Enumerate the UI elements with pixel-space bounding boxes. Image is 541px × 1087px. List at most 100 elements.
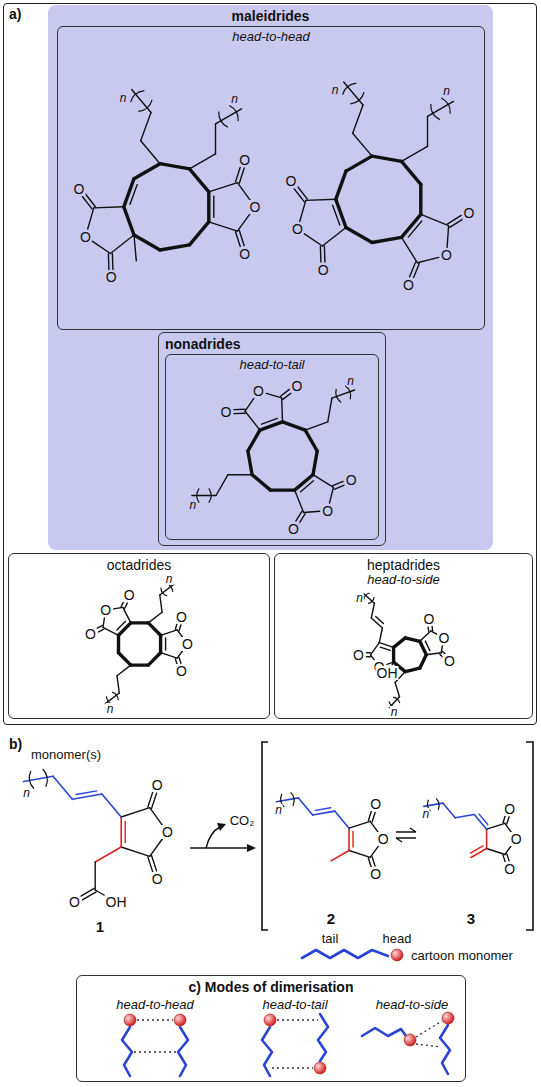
cartoon-chains — [122, 950, 450, 1076]
bond-line — [130, 185, 137, 205]
bond-line — [301, 481, 314, 492]
bond-line — [53, 776, 72, 799]
ring-bond — [405, 638, 420, 641]
bond-line — [431, 631, 437, 634]
dotted-link — [272, 1067, 313, 1068]
bond-line — [371, 618, 382, 628]
bond-line — [276, 798, 298, 802]
atom-label: O — [105, 270, 118, 284]
bond-line — [237, 213, 250, 231]
ring-bond — [248, 430, 260, 451]
bond-line — [134, 235, 136, 261]
bond-line — [92, 241, 110, 253]
bond-line — [331, 851, 349, 861]
ring-bond — [405, 668, 420, 671]
compound-number: 2 — [326, 911, 336, 926]
class-title: nonadrides — [159, 333, 385, 355]
atom-label: O — [287, 522, 300, 536]
repeat-index: n — [421, 808, 430, 820]
dimerisation-links — [134, 1020, 442, 1068]
atom-label: O — [84, 627, 97, 641]
cartoon-label: tail — [321, 932, 340, 945]
repeat-index: n — [119, 92, 128, 104]
bond-line — [117, 621, 126, 630]
bond-line — [392, 662, 393, 664]
bond-line — [387, 662, 394, 664]
repeat-bracket — [368, 597, 374, 604]
atom-label: O — [68, 895, 81, 909]
bond-line — [380, 647, 390, 650]
ring-bond — [124, 179, 134, 207]
bond-line — [216, 475, 228, 496]
bond-line — [239, 231, 244, 246]
atom-label: OH — [376, 666, 399, 680]
bond-line — [471, 846, 484, 853]
bond-line — [487, 823, 505, 829]
ring-bond — [402, 161, 421, 184]
mode-box: head-to-head — [57, 26, 485, 330]
mode-label: head-to-tail — [261, 998, 328, 1011]
bond-line — [372, 813, 375, 822]
bond-line — [102, 794, 121, 817]
bond-line — [132, 90, 151, 113]
bond-line — [348, 828, 350, 850]
repeat-bracket — [441, 98, 450, 114]
repeat-bracket — [209, 488, 211, 502]
repeat-index: n — [22, 787, 31, 799]
bond-line — [179, 658, 181, 664]
bond-line — [299, 514, 305, 524]
bond-line — [160, 595, 162, 612]
bond-line — [402, 237, 418, 262]
reaction-arrow — [190, 847, 249, 848]
atom-label: O — [161, 825, 174, 839]
bond-line — [479, 814, 488, 824]
bond-line — [427, 627, 429, 631]
panel-frame: a)maleidrideshead-to-headnonadrideshead-… — [3, 3, 537, 725]
ring-bond — [419, 184, 422, 214]
ring-bond — [336, 171, 346, 199]
atom-label: OH — [105, 895, 128, 909]
bond-line — [371, 643, 380, 655]
bond-line — [86, 194, 96, 207]
bond-line — [363, 593, 374, 603]
repeat-index: n — [390, 706, 399, 718]
ring-bond — [394, 638, 406, 647]
ring-bond — [148, 653, 160, 665]
cartoon-chain — [362, 1028, 406, 1036]
bond-line — [447, 226, 449, 248]
bond-line — [262, 418, 278, 424]
ring-bond — [117, 635, 120, 652]
bond-line — [426, 653, 441, 655]
repeat-index: n — [188, 499, 197, 511]
atom-label: O — [440, 248, 453, 262]
bond-line — [448, 215, 462, 224]
bond-line — [141, 113, 151, 141]
compound-number: 1 — [95, 919, 105, 934]
repeat-bracket — [131, 91, 145, 103]
repeat-bracket — [197, 488, 199, 502]
caption-text: monomer(s) — [30, 748, 102, 761]
dotted-link — [416, 1021, 442, 1037]
atom-label: O — [238, 247, 251, 261]
ring-bond — [148, 623, 160, 635]
bond-line — [395, 683, 399, 697]
atom-label: O — [377, 832, 390, 846]
mode-title: head-to-tail — [166, 355, 378, 373]
bond-line — [179, 625, 181, 631]
bond-line — [313, 475, 333, 488]
bond-line — [324, 246, 326, 262]
bond-line — [152, 856, 157, 871]
bond-line — [349, 851, 370, 858]
repeat-bracket — [43, 769, 48, 787]
bracket — [262, 742, 268, 930]
repeat-bracket — [336, 389, 341, 403]
bond-line — [334, 485, 344, 489]
dotted-link — [134, 1051, 176, 1052]
bond-line — [305, 422, 328, 430]
bond-line — [507, 854, 509, 861]
bond-line — [228, 474, 252, 475]
structures — [24, 82, 512, 900]
byproduct-label: CO₂ — [229, 814, 256, 827]
bond-line — [125, 603, 128, 608]
arrowhead — [247, 844, 256, 852]
